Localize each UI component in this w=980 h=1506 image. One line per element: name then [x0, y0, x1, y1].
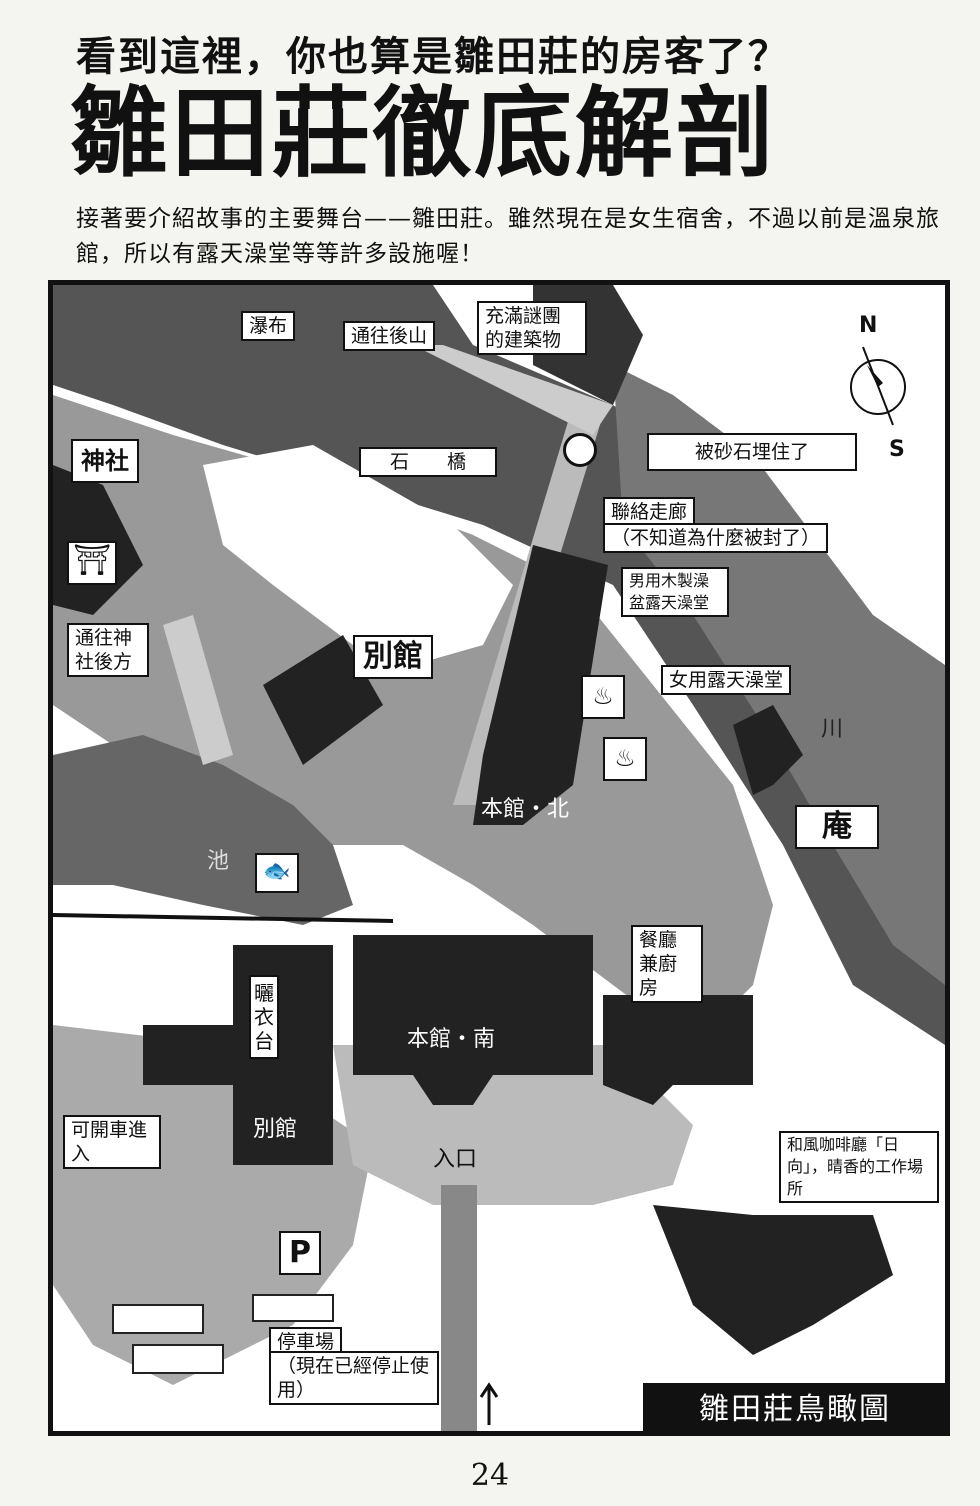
- label-river: 川: [821, 717, 844, 742]
- label-hermitage: 庵: [795, 805, 879, 849]
- hot-spring-icon: ♨: [581, 675, 625, 719]
- building-cafe: [653, 1205, 893, 1355]
- label-parking-letter: P: [279, 1231, 321, 1275]
- label-to-back-mountain: 通往後山: [343, 321, 436, 351]
- label-women-bath: 女用露天澡堂: [661, 665, 792, 695]
- label-main-north: 本館・北: [481, 797, 570, 822]
- page-number: 24: [470, 1458, 510, 1493]
- label-entrance: 入口: [433, 1147, 478, 1172]
- entrance-stairs: [441, 1185, 477, 1431]
- clearing-area: [203, 445, 513, 665]
- building-hermitage: [733, 705, 803, 795]
- page-kicker: 看到這裡，你也算是雛田莊的房客了？: [76, 34, 790, 80]
- compass-south: S: [889, 437, 905, 462]
- aerial-map: N S 瀑布 通往後山 充滿謎團的建築物 被砂石埋住了 石 橋 聯絡走廊 （不知…: [48, 280, 950, 1436]
- building-main-north: [473, 545, 608, 825]
- label-car-entry: 可開車進入: [63, 1115, 161, 1169]
- label-annex-upper: 別館: [353, 635, 433, 679]
- label-men-bath: 男用木製澡盆露天澡堂: [621, 567, 729, 617]
- compass-north: N: [859, 313, 878, 338]
- label-parking-note: （現在已經停止使用）: [269, 1351, 439, 1405]
- label-buried: 被砂石埋住了: [647, 433, 857, 471]
- building-main-south: [353, 935, 593, 1105]
- path-north: [413, 345, 613, 435]
- label-pond: 池: [207, 849, 230, 874]
- ground-area: [53, 395, 773, 1045]
- building-annex-lower: [143, 945, 333, 1165]
- arrow-icon: [479, 1382, 499, 1425]
- label-to-shrine-back: 通往神社後方: [67, 623, 149, 677]
- label-main-south: 本館・南: [407, 1027, 496, 1052]
- path-shrine: [163, 615, 233, 765]
- label-annex-lower: 別館: [253, 1117, 298, 1142]
- label-dining-kitchen: 餐廳兼廚房: [631, 925, 703, 1003]
- parking-stalls: [112, 1294, 334, 1374]
- label-corridor-note: （不知道為什麼被封了）: [603, 523, 829, 553]
- label-waterfall: 瀑布: [241, 311, 296, 341]
- building-dining: [603, 995, 753, 1105]
- label-mystery-building: 充滿謎團的建築物: [477, 301, 587, 355]
- hot-spring-icon: ♨: [603, 737, 647, 781]
- no-entry-icon: [563, 433, 597, 467]
- pointer-line: [53, 913, 394, 923]
- intro-text: 接著要介紹故事的主要舞台——雛田莊。雖然現在是女生宿舍，不過以前是溫泉旅館，所以…: [76, 206, 940, 267]
- label-cafe: 和風咖啡廳「日向」，晴香的工作場所: [779, 1131, 939, 1203]
- map-title-box: 雛田莊鳥瞰圖: [643, 1383, 945, 1431]
- torii-icon: ⛩: [67, 541, 117, 585]
- page-title: 雛田莊徹底解剖: [70, 77, 778, 191]
- label-shrine: 神社: [71, 439, 139, 483]
- compass-icon: [843, 325, 913, 445]
- fish-icon: 🐟: [255, 853, 299, 893]
- label-drying-deck: 曬衣台: [249, 975, 279, 1059]
- label-stone-bridge: 石 橋: [359, 447, 497, 477]
